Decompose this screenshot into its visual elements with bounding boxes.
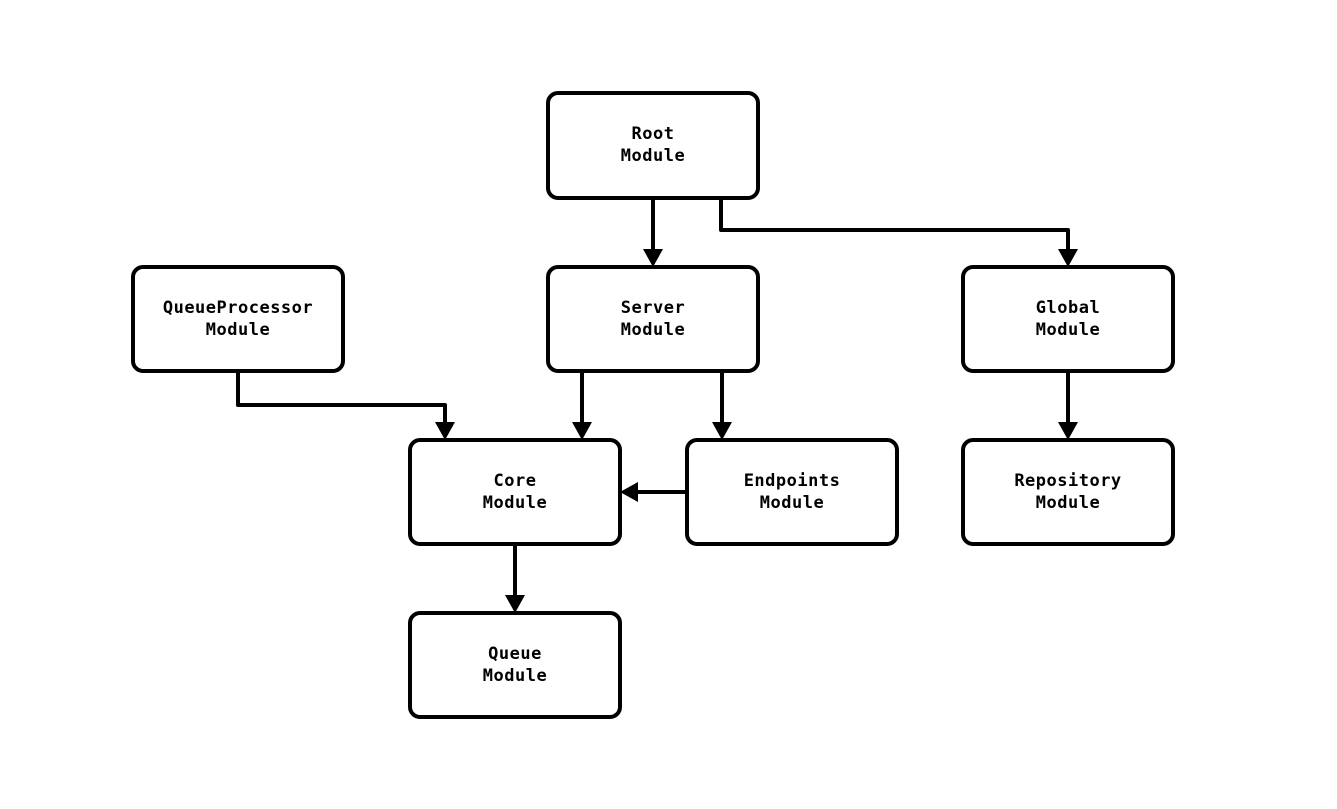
arrowhead-icon bbox=[620, 482, 638, 502]
arrowhead-icon bbox=[712, 422, 732, 440]
node-box[interactable] bbox=[546, 265, 760, 373]
node-box[interactable] bbox=[961, 438, 1175, 546]
edge-line bbox=[236, 371, 447, 426]
node-label-line2: Module bbox=[760, 493, 824, 513]
node-label-line1: Core bbox=[494, 471, 537, 491]
node-box[interactable] bbox=[408, 438, 622, 546]
node-label-line2: Module bbox=[206, 320, 270, 340]
edge-server-to-endpoints bbox=[712, 371, 732, 440]
node-box[interactable] bbox=[961, 265, 1175, 373]
arrowhead-icon bbox=[435, 422, 455, 440]
edge-line bbox=[719, 198, 1070, 253]
node-label-line1: Root bbox=[632, 124, 675, 144]
arrowhead-icon bbox=[1058, 422, 1078, 440]
edge-global-to-repository bbox=[1058, 371, 1078, 440]
node-box[interactable] bbox=[685, 438, 899, 546]
edge-server-to-core bbox=[572, 371, 592, 440]
edge-queueprocessor-to-core bbox=[236, 371, 455, 440]
node-label-line2: Module bbox=[1036, 320, 1100, 340]
edge-root-to-server bbox=[643, 198, 663, 267]
node-label-line1: QueueProcessor bbox=[163, 298, 313, 318]
edge-root-to-global bbox=[719, 198, 1078, 267]
edge-core-to-queue bbox=[505, 544, 525, 613]
node-box[interactable] bbox=[131, 265, 345, 373]
node-label-line1: Endpoints bbox=[744, 471, 841, 491]
arrowhead-icon bbox=[505, 595, 525, 613]
arrowhead-icon bbox=[643, 249, 663, 267]
node-label-line1: Queue bbox=[488, 644, 542, 664]
edge-endpoints-to-core bbox=[620, 482, 687, 502]
node-label-line2: Module bbox=[483, 666, 547, 686]
arrowhead-icon bbox=[1058, 249, 1078, 267]
edge-layer bbox=[236, 198, 1078, 613]
node-label-line1: Global bbox=[1036, 298, 1100, 318]
node-label-line2: Module bbox=[483, 493, 547, 513]
node-label-line1: Server bbox=[621, 298, 685, 318]
arrowhead-icon bbox=[572, 422, 592, 440]
node-label-line2: Module bbox=[621, 146, 685, 166]
node-label-line2: Module bbox=[1036, 493, 1100, 513]
node-box[interactable] bbox=[546, 91, 760, 200]
node-label-line2: Module bbox=[621, 320, 685, 340]
node-box[interactable] bbox=[408, 611, 622, 719]
node-label-line1: Repository bbox=[1014, 471, 1121, 491]
